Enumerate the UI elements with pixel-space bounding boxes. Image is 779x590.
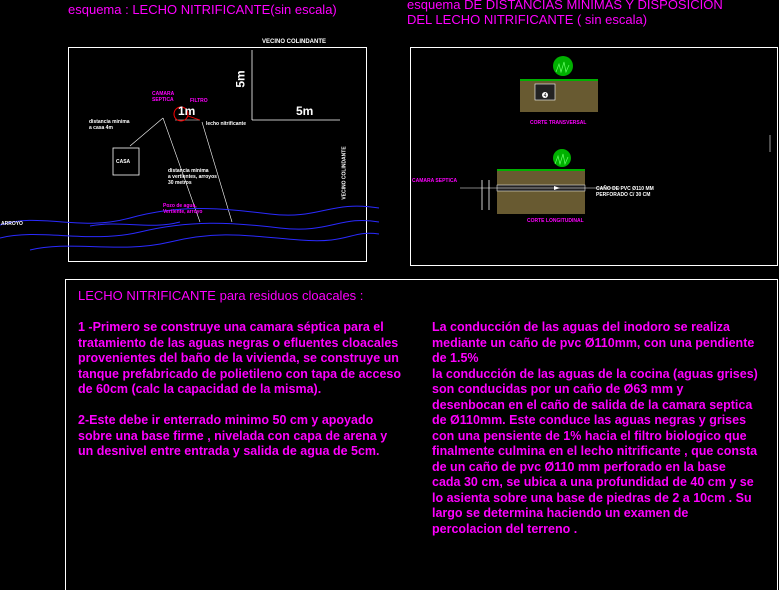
label-pozo: Pozo de agua, Vertiente, arroyo bbox=[163, 203, 203, 215]
label-1m: 1m bbox=[178, 104, 196, 118]
label-arroyo: ARROYO bbox=[1, 221, 23, 227]
river-line-1 bbox=[0, 205, 380, 226]
distance-line-b bbox=[201, 121, 233, 223]
label-camara-septica: CAMARA SEPTICA bbox=[152, 91, 175, 103]
label-vecino-top: VECINO COLINDANTE bbox=[262, 39, 327, 45]
left-title-main: LECHO NITRIFICANTE(sin escala) bbox=[132, 2, 337, 17]
label-lecho: lecho nitrificante bbox=[206, 121, 247, 127]
right-title-line1: DE DISTANCIAS MINIMAS Y DISPOSICION bbox=[464, 0, 723, 12]
description-column-2: La conducción de las aguas del inodoro s… bbox=[432, 320, 758, 536]
river-line-3 bbox=[29, 232, 380, 251]
label-camara-septica-right: CAMARA SEPTICA bbox=[412, 178, 458, 184]
left-title-prefix: esquema : bbox=[68, 2, 129, 17]
label-casa: CASA bbox=[116, 159, 131, 165]
camara-septica-circle bbox=[173, 106, 189, 122]
label-distancia-casa: distancia minima a casa 4m bbox=[89, 119, 130, 131]
sections-frame bbox=[410, 47, 778, 266]
corte-longitudinal-graphic bbox=[460, 149, 620, 214]
right-title-prefix: esquema bbox=[407, 0, 461, 12]
description-heading: LECHO NITRIFICANTE para residuos cloacal… bbox=[78, 288, 363, 303]
river-line-2 bbox=[0, 219, 380, 239]
heading-main: LECHO NITRIFICANTE bbox=[78, 288, 216, 303]
description-column-1: 1 -Primero se construye una camara sépti… bbox=[78, 320, 401, 458]
label-distancia-vertientes: distancia minima a vertientes, arroyos 3… bbox=[168, 168, 217, 186]
svg-text:4: 4 bbox=[544, 93, 547, 99]
label-corte-transversal: CORTE TRANSVERSAL bbox=[530, 120, 587, 126]
casa-rect bbox=[112, 147, 140, 176]
site-plan-frame bbox=[68, 47, 367, 262]
heading-suffix: para residuos cloacales : bbox=[219, 288, 364, 303]
river-line-4 bbox=[89, 221, 181, 227]
label-cano-pvc: CAÑO DE PVC Ø110 MM PERFORADO C/ 30 CM bbox=[596, 186, 654, 198]
label-5m-horizontal: 5m bbox=[296, 104, 314, 118]
pipe-to-filter bbox=[187, 115, 201, 121]
right-scheme-title: esquema DE DISTANCIAS MINIMAS Y DISPOSIC… bbox=[407, 0, 723, 27]
corte-transversal-graphic: 4 bbox=[520, 56, 598, 112]
left-scheme-title: esquema : LECHO NITRIFICANTE(sin escala) bbox=[68, 2, 337, 17]
distance-line-casa bbox=[129, 117, 164, 147]
label-corte-longitudinal: CORTE LONGITUDINAL bbox=[527, 218, 584, 224]
description-frame bbox=[65, 279, 778, 590]
right-title-line2: DEL LECHO NITRIFICANTE ( sin escala) bbox=[407, 12, 648, 27]
label-filtro: FILTRO bbox=[190, 98, 208, 104]
distance-line-a bbox=[162, 117, 201, 223]
